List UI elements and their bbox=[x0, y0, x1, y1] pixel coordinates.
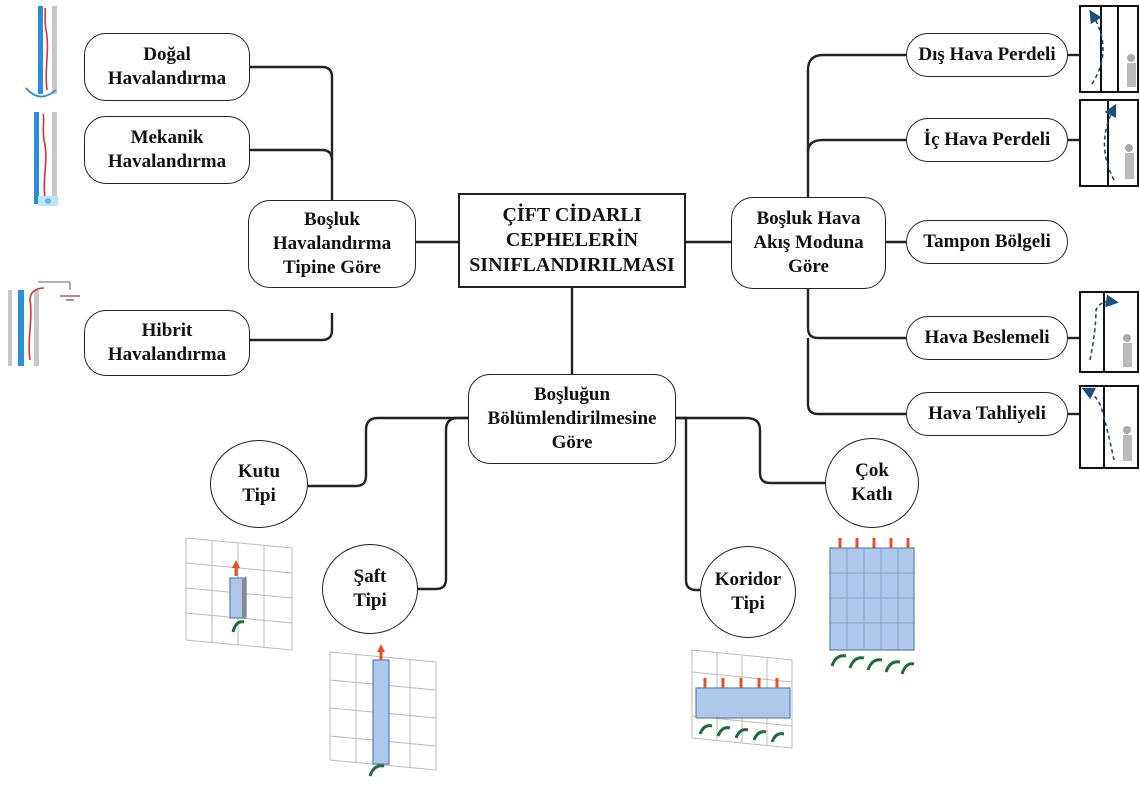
air-supply-node: Hava Beslemeli bbox=[906, 316, 1068, 360]
hybrid-ventilation-node: Hibrit Havalandırma bbox=[84, 310, 250, 376]
shaft-type-facade-illustration bbox=[329, 644, 437, 777]
mechanical-ventilation-illustration bbox=[34, 112, 58, 206]
air-supply-illustration bbox=[1079, 291, 1139, 373]
partitioning-label: Boşluğun Bölümlendirilmesine Göre bbox=[487, 384, 657, 453]
hybrid-ventilation-illustration bbox=[8, 281, 80, 366]
inner-air-curtain-illustration bbox=[1079, 99, 1139, 187]
ventilation-type-label: Boşluk Havalandırma Tipine Göre bbox=[272, 209, 392, 278]
natural-ventilation-illustration bbox=[25, 6, 57, 98]
inner-air-curtain-label: İç Hava Perdeli bbox=[923, 129, 1051, 150]
box-type-label: Kutu Tipi bbox=[237, 461, 281, 506]
corridor-type-label: Koridor Tipi bbox=[714, 569, 782, 614]
air-exhaust-label: Hava Tahliyeli bbox=[928, 403, 1046, 424]
multistorey-facade-illustration bbox=[829, 538, 915, 675]
natural-ventilation-label: Doğal Havalandırma bbox=[107, 44, 227, 89]
box-type-facade-illustration bbox=[185, 537, 293, 651]
outer-air-curtain-illustration bbox=[1079, 5, 1139, 93]
hybrid-ventilation-label: Hibrit Havalandırma bbox=[107, 320, 227, 365]
mechanical-ventilation-node: Mekanik Havalandırma bbox=[84, 116, 250, 184]
buffer-zone-label: Tampon Bölgeli bbox=[923, 231, 1051, 252]
airflow-mode-label: Boşluk Hava Akış Moduna Göre bbox=[753, 208, 864, 277]
center-node: ÇİFT CİDARLI CEPHELERİN SINIFLANDIRILMAS… bbox=[458, 193, 686, 288]
shaft-type-label: Şaft Tipi bbox=[353, 566, 387, 611]
air-exhaust-illustration bbox=[1079, 385, 1139, 469]
multistorey-type-node: Çok Katlı bbox=[825, 438, 919, 528]
buffer-zone-node: Tampon Bölgeli bbox=[906, 220, 1068, 264]
corridor-type-node: Koridor Tipi bbox=[700, 546, 796, 638]
inner-air-curtain-node: İç Hava Perdeli bbox=[906, 118, 1068, 162]
corridor-type-facade-illustration bbox=[691, 649, 793, 749]
outer-air-curtain-label: Dış Hava Perdeli bbox=[918, 44, 1056, 65]
box-type-node: Kutu Tipi bbox=[210, 440, 308, 528]
natural-ventilation-node: Doğal Havalandırma bbox=[84, 33, 250, 101]
partitioning-node: Boşluğun Bölümlendirilmesine Göre bbox=[468, 374, 676, 464]
ventilation-type-node: Boşluk Havalandırma Tipine Göre bbox=[248, 200, 416, 288]
air-supply-label: Hava Beslemeli bbox=[924, 327, 1050, 348]
center-title: ÇİFT CİDARLI CEPHELERİN SINIFLANDIRILMAS… bbox=[469, 204, 675, 276]
connector-lines bbox=[250, 53, 1080, 592]
airflow-mode-node: Boşluk Hava Akış Moduna Göre bbox=[731, 197, 886, 289]
multistorey-type-label: Çok Katlı bbox=[851, 460, 893, 505]
shaft-type-node: Şaft Tipi bbox=[322, 544, 418, 634]
mechanical-ventilation-label: Mekanik Havalandırma bbox=[107, 127, 227, 172]
outer-air-curtain-node: Dış Hava Perdeli bbox=[906, 33, 1068, 77]
air-exhaust-node: Hava Tahliyeli bbox=[906, 392, 1068, 436]
